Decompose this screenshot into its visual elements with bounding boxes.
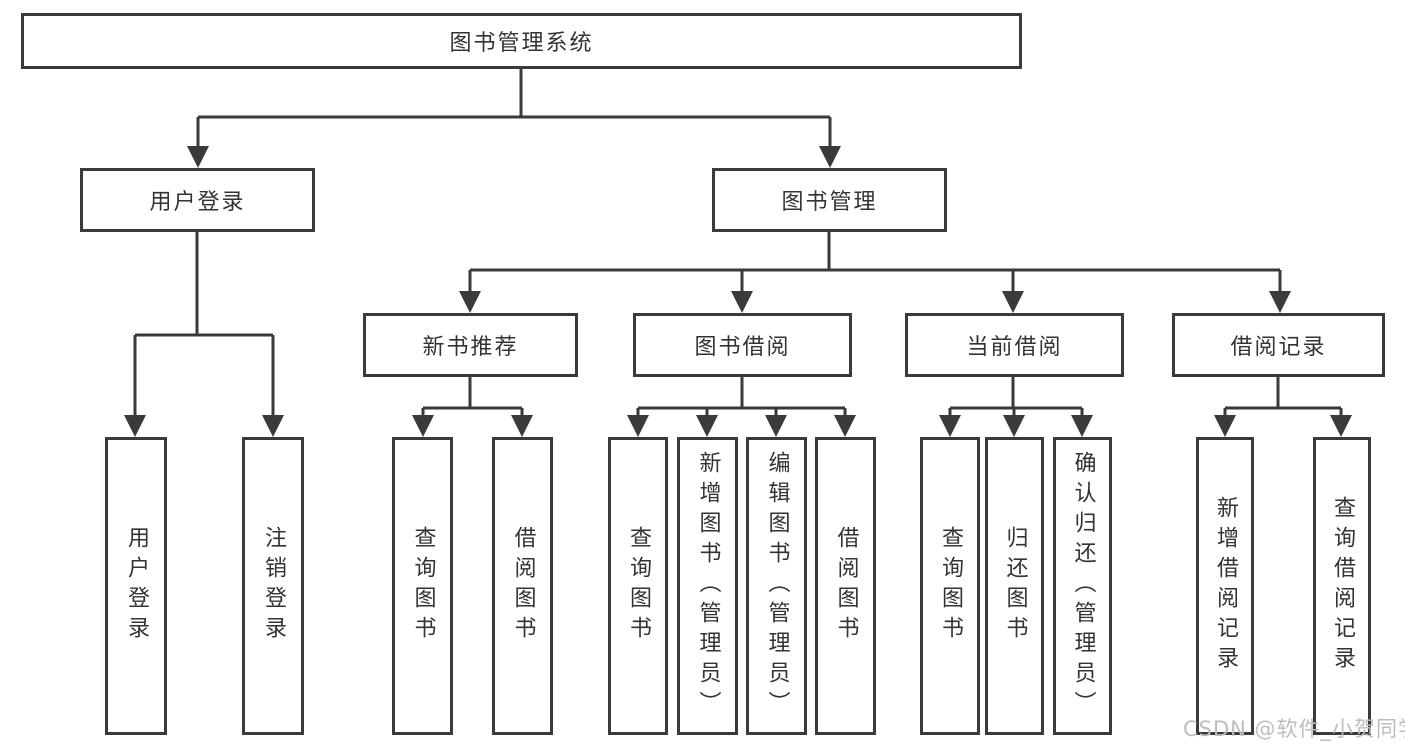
arrow-down-icon xyxy=(124,415,146,437)
connector-book-borrowing xyxy=(627,377,856,437)
connector-book-management xyxy=(459,232,1291,313)
node-label: 新书推荐 xyxy=(422,335,519,360)
leaf-return-books: 归还图书 xyxy=(985,437,1044,735)
leaf-borrow-books: 借阅图书 xyxy=(815,437,876,735)
arrow-down-icon xyxy=(939,415,961,437)
node-label: 图书借阅 xyxy=(694,335,791,360)
node-borrowing-records: 借阅记录 xyxy=(1172,313,1385,377)
node-label: 查询借阅记录 xyxy=(1330,496,1355,676)
node-label: 查询图书 xyxy=(938,526,963,646)
connector-new-book-recommendation xyxy=(412,377,533,437)
leaf-query-books-borrowing: 查询图书 xyxy=(608,437,668,735)
node-label: 确认归还（管理员） xyxy=(1070,451,1096,721)
arrow-down-icon xyxy=(1003,415,1025,437)
arrow-down-icon xyxy=(1002,291,1024,313)
node-label: 查询图书 xyxy=(410,526,436,646)
leaf-edit-books-admin: 编辑图书（管理员） xyxy=(746,437,807,735)
node-label: 编辑图书（管理员） xyxy=(764,451,790,721)
leaf-query-books-recommendation: 查询图书 xyxy=(392,437,453,735)
node-label: 图书管理系统 xyxy=(449,31,594,56)
node-label: 当前借阅 xyxy=(966,335,1063,360)
leaf-query-books-current: 查询图书 xyxy=(920,437,980,735)
arrow-down-icon xyxy=(187,146,209,168)
node-label: 借阅记录 xyxy=(1230,335,1327,360)
node-book-borrowing: 图书借阅 xyxy=(633,313,852,377)
arrow-down-icon xyxy=(627,415,649,437)
arrow-down-icon xyxy=(696,415,718,437)
node-label: 归还图书 xyxy=(1002,526,1028,646)
leaf-query-borrowing-record: 查询借阅记录 xyxy=(1313,437,1371,735)
arrow-down-icon xyxy=(1214,415,1236,437)
arrow-down-icon xyxy=(834,415,856,437)
leaf-logout: 注销登录 xyxy=(242,437,304,735)
leaf-add-books-admin: 新增图书（管理员） xyxy=(677,437,738,735)
node-current-borrowing: 当前借阅 xyxy=(905,313,1124,377)
node-library-management-system: 图书管理系统 xyxy=(21,13,1022,69)
arrow-down-icon xyxy=(765,415,787,437)
node-label: 借阅图书 xyxy=(833,526,859,646)
node-label: 用户登录 xyxy=(124,526,149,646)
leaf-borrow-books-recommendation: 借阅图书 xyxy=(492,437,553,735)
leaf-add-borrowing-record: 新增借阅记录 xyxy=(1196,437,1254,735)
csdn-watermark: CSDN @软件_小贺同学 xyxy=(1183,717,1405,741)
node-label: 借阅图书 xyxy=(510,526,536,646)
node-label: 新增图书（管理员） xyxy=(695,451,721,721)
node-label: 新增借阅记录 xyxy=(1213,496,1238,676)
connector-user-login xyxy=(124,232,284,437)
arrow-down-icon xyxy=(731,291,753,313)
leaf-confirm-return-admin: 确认归还（管理员） xyxy=(1053,437,1112,735)
node-new-book-recommendation: 新书推荐 xyxy=(363,313,578,377)
node-label: 查询图书 xyxy=(626,526,651,646)
node-book-management: 图书管理 xyxy=(712,168,947,232)
arrow-down-icon xyxy=(1330,415,1352,437)
arrow-down-icon xyxy=(1269,291,1291,313)
connector-current-borrowing xyxy=(939,377,1093,437)
arrow-down-icon xyxy=(511,415,533,437)
arrow-down-icon xyxy=(1071,415,1093,437)
connector-root xyxy=(187,69,841,168)
leaf-user-login: 用户登录 xyxy=(105,437,167,735)
node-label: 图书管理 xyxy=(781,190,878,215)
node-label: 用户登录 xyxy=(149,190,246,215)
arrow-down-icon xyxy=(262,415,284,437)
arrow-down-icon xyxy=(459,291,481,313)
arrow-down-icon xyxy=(412,415,434,437)
node-label: 注销登录 xyxy=(261,526,286,646)
connector-borrowing-records xyxy=(1214,377,1352,437)
node-user-login: 用户登录 xyxy=(80,168,315,232)
arrow-down-icon xyxy=(819,146,841,168)
